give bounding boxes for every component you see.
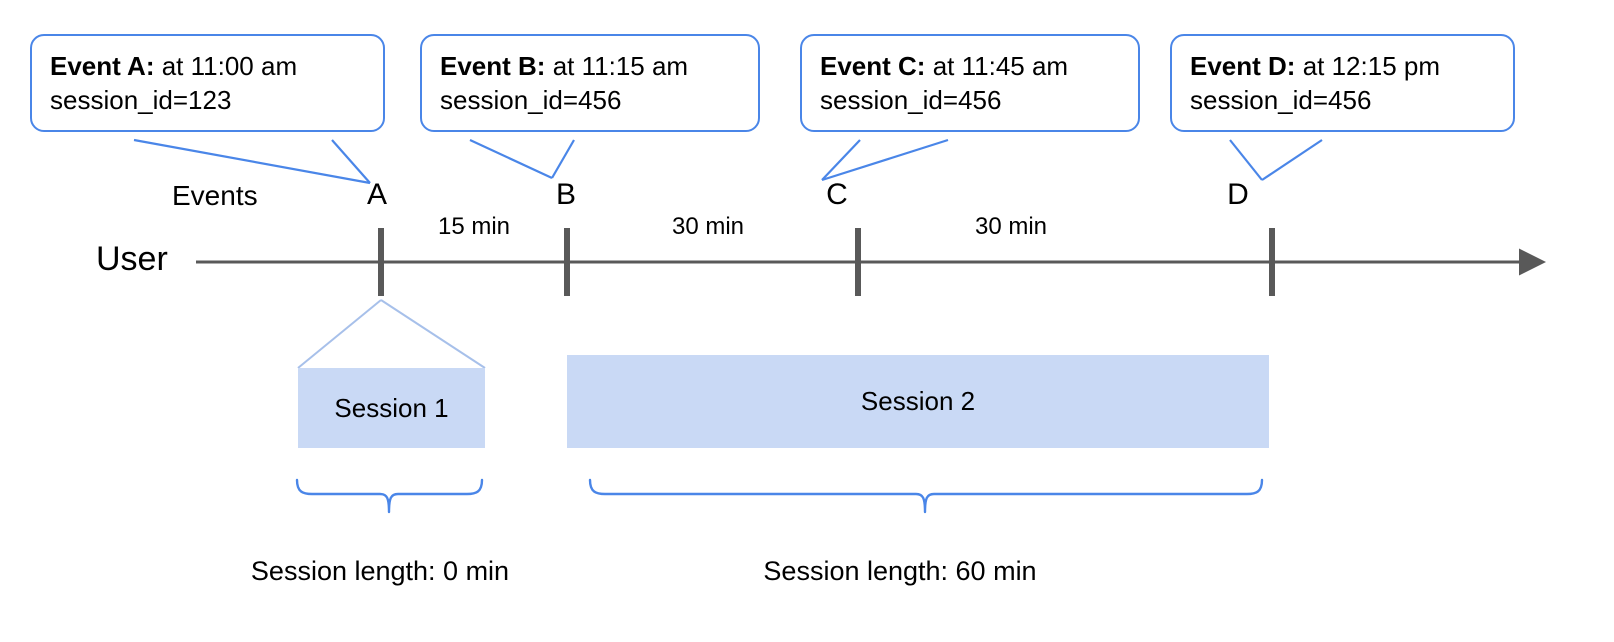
callout-tail-b2 — [551, 139, 575, 179]
callout-a-time: at 11:00 am — [154, 51, 298, 81]
row-label-user: User — [96, 240, 168, 278]
callout-event-d[interactable]: Event D: at 12:15 pm session_id=456 — [1170, 34, 1515, 132]
session1-leader-right — [380, 299, 486, 369]
session-length-2: Session length: 60 min — [763, 556, 1037, 586]
callout-b-session: session_id=456 — [440, 84, 622, 115]
callout-c-time: at 11:45 am — [925, 51, 1069, 81]
callout-tail-a — [133, 138, 371, 185]
gap-label-c-d: 30 min — [974, 213, 1048, 240]
callout-event-b[interactable]: Event B: at 11:15 am session_id=456 — [420, 34, 760, 132]
callout-event-c[interactable]: Event C: at 11:45 am session_id=456 — [800, 34, 1140, 132]
callout-tail-c2 — [821, 138, 949, 182]
callout-tail-d2 — [1261, 139, 1323, 181]
session-length-1: Session length: 0 min — [250, 556, 510, 586]
callout-tail-d — [1229, 139, 1263, 181]
session-box-2-label: Session 2 — [860, 386, 976, 416]
event-letter-a: A — [366, 178, 388, 211]
callout-tail-c — [821, 139, 861, 181]
session1-brace — [295, 478, 484, 514]
callout-a-lead: Event A: — [50, 51, 155, 81]
session-box-1-label: Session 1 — [334, 392, 449, 423]
event-letter-d: D — [1227, 178, 1249, 211]
event-letter-b: B — [555, 178, 577, 211]
session-box-1[interactable]: Session 1 — [298, 368, 485, 448]
session2-brace — [588, 478, 1264, 514]
callout-d-time: at 12:15 pm — [1295, 51, 1441, 81]
callout-a-session: session_id=123 — [50, 84, 232, 115]
event-letter-c: C — [826, 178, 848, 211]
callout-tail-b — [469, 139, 553, 179]
callout-b-time: at 11:15 am — [545, 51, 689, 81]
row-label-events: Events — [172, 180, 258, 211]
session1-leader-left — [297, 299, 382, 369]
gap-label-a-b: 15 min — [437, 213, 511, 240]
callout-d-lead: Event D: — [1190, 51, 1296, 81]
callout-event-a[interactable]: Event A: at 11:00 am session_id=123 — [30, 34, 385, 132]
callout-c-lead: Event C: — [820, 51, 926, 81]
session-box-2[interactable]: Session 2 — [567, 355, 1269, 448]
callout-b-lead: Event B: — [440, 51, 546, 81]
callout-c-session: session_id=456 — [820, 84, 1002, 115]
gap-label-b-c: 30 min — [671, 213, 745, 240]
callout-d-session: session_id=456 — [1190, 84, 1372, 115]
callout-tail-a2 — [331, 139, 371, 184]
